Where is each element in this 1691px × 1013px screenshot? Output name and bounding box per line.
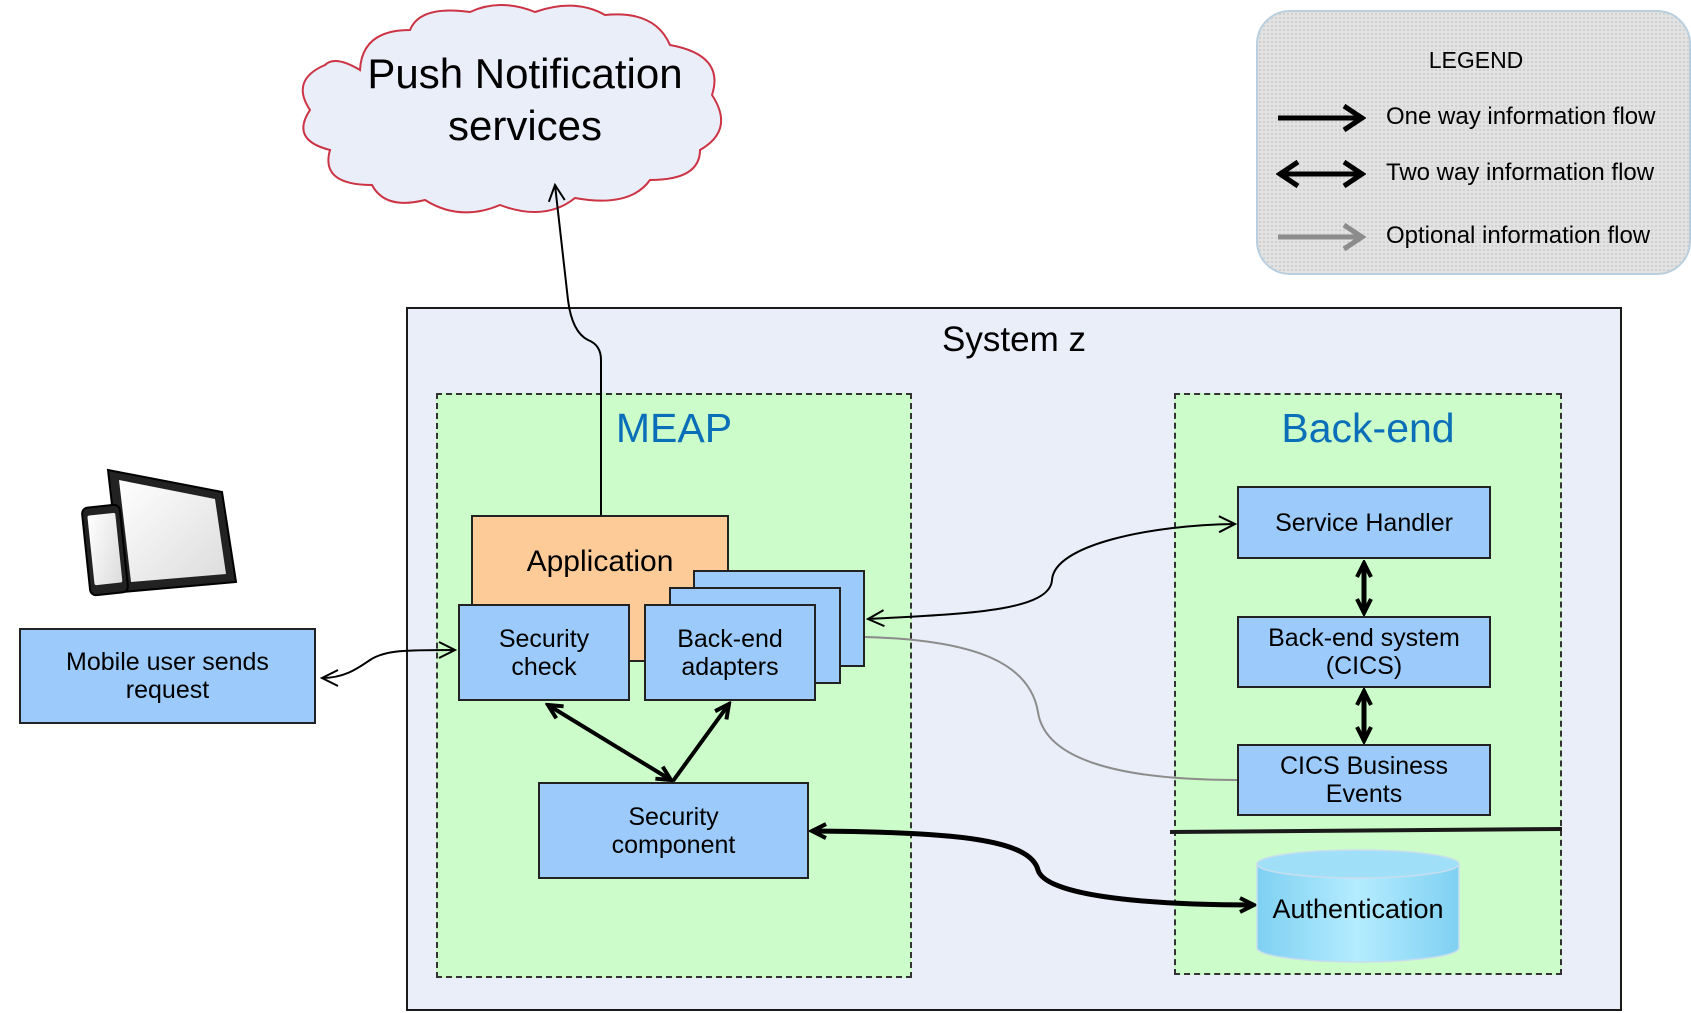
legend-two-way-icon [1276, 159, 1366, 189]
service-handler-box: Service Handler [1237, 486, 1491, 559]
legend-one-way-label: One way information flow [1386, 103, 1656, 130]
securitycomponent-authentication-arrow [812, 831, 1254, 905]
push-notification-label: Push Notification services [367, 50, 683, 149]
push-notification-arrow [555, 185, 602, 515]
legend-title: LEGEND [1428, 46, 1524, 73]
application-label: Application [526, 545, 674, 578]
adapters-servicehandler-arrow [868, 524, 1235, 619]
legend-one-way-icon [1278, 103, 1366, 133]
backend-adapters-box: Back-end adapters [644, 604, 816, 701]
optional-events-flow [864, 636, 1238, 781]
push-cloud-shape [301, 4, 722, 214]
cics-business-events-box: CICS Business Events [1237, 744, 1491, 816]
backend-divider [1169, 827, 1563, 834]
meap-title: MEAP [615, 404, 733, 451]
system-z-title: System z [942, 320, 1086, 359]
authentication-cylinder [1256, 849, 1460, 963]
legend-panel [1256, 10, 1691, 275]
tablet-phone-icon [81, 468, 238, 597]
securitycomponent-adapters-arrow [671, 704, 729, 783]
legend-optional-icon [1278, 222, 1366, 252]
securitycheck-securitycomponent-arrow [548, 705, 671, 780]
security-component-box: Security component [538, 782, 809, 879]
backend-system-box: Back-end system (CICS) [1237, 616, 1491, 688]
legend-two-way-label: Two way information flow [1386, 159, 1655, 186]
legend-optional-label: Optional information flow [1386, 222, 1651, 249]
backend-title: Back-end [1281, 404, 1455, 451]
mobile-securitycheck-arrow [322, 650, 455, 678]
security-check-box: Security check [458, 604, 630, 701]
mobile-request-box: Mobile user sends request [19, 628, 316, 724]
authentication-label: Authentication [1272, 893, 1444, 924]
